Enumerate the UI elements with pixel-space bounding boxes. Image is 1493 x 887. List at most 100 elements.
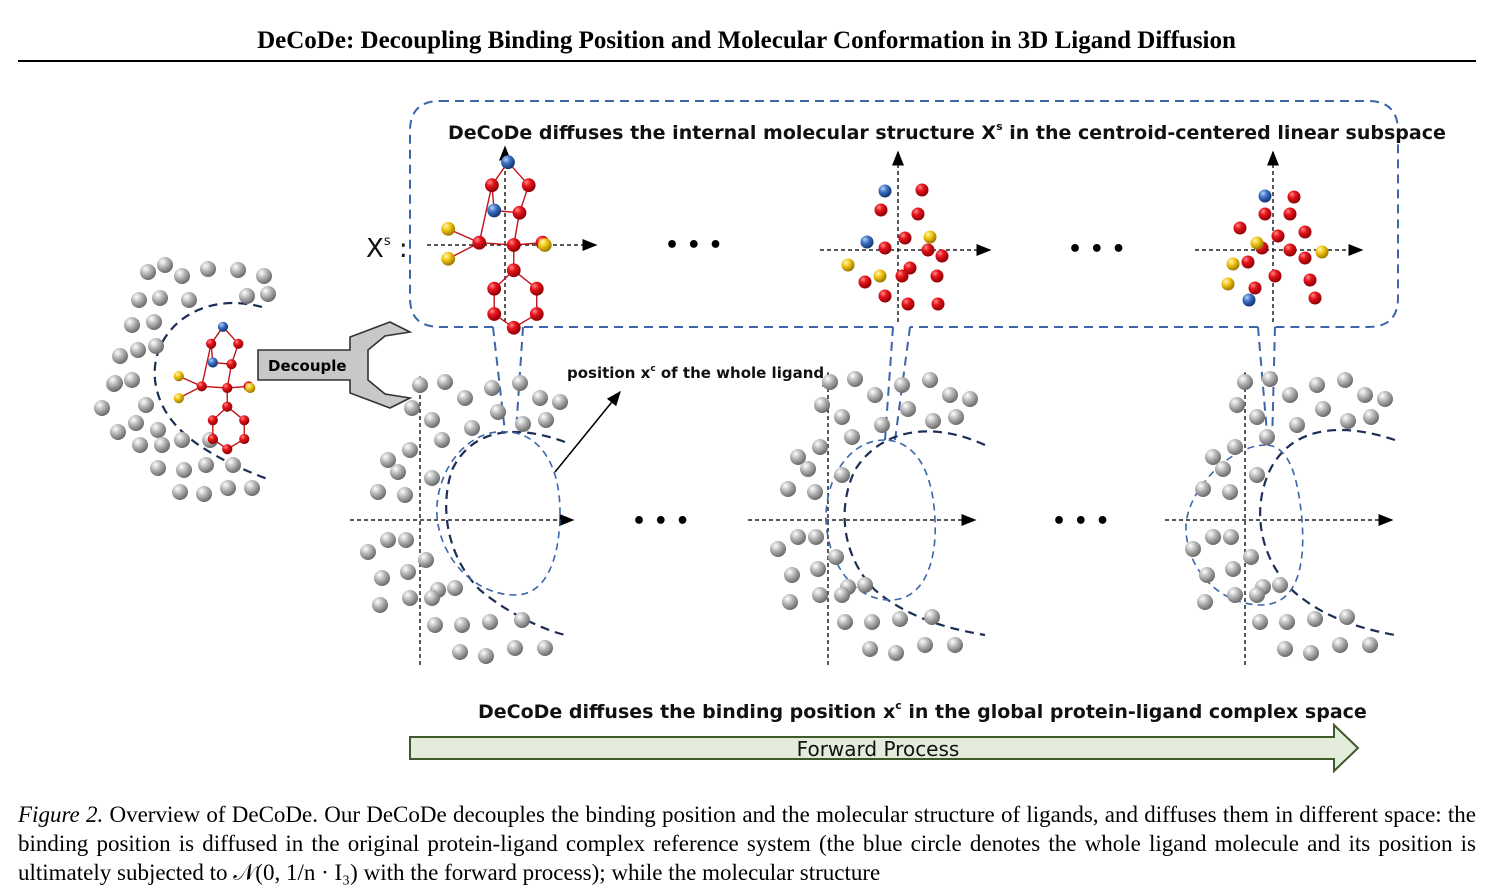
protein-atom bbox=[1227, 439, 1243, 455]
protein-atom bbox=[922, 372, 938, 388]
protein-atom bbox=[780, 481, 796, 497]
protein-atom bbox=[424, 590, 440, 606]
nitrogen-atom bbox=[1258, 189, 1272, 203]
protein-atom bbox=[110, 424, 126, 440]
position-label: position xc of the whole ligand bbox=[567, 364, 824, 382]
protein-atom bbox=[807, 484, 823, 500]
protein-atom bbox=[514, 612, 530, 628]
protein-atom bbox=[374, 570, 390, 586]
decouple-arrow: Decouple bbox=[257, 321, 413, 409]
carbon-atom bbox=[1303, 273, 1317, 287]
position-pointer-arrow bbox=[554, 390, 621, 473]
protein-atom bbox=[132, 437, 148, 453]
nitrogen-atom bbox=[1242, 293, 1256, 307]
protein-atom bbox=[360, 544, 376, 560]
protein-atom bbox=[1332, 637, 1348, 653]
protein-atom bbox=[150, 460, 166, 476]
protein-atom bbox=[154, 437, 170, 453]
protein-atom bbox=[402, 590, 418, 606]
protein-atom bbox=[1197, 594, 1213, 610]
carbon-atom bbox=[1283, 207, 1297, 221]
sulfur-atom bbox=[1250, 236, 1264, 250]
protein-atom bbox=[925, 413, 941, 429]
carbon-atom bbox=[239, 415, 250, 426]
protein-atom bbox=[1215, 461, 1231, 477]
protein-atom bbox=[867, 387, 883, 403]
protein-atom bbox=[808, 529, 824, 545]
carbon-atom bbox=[1271, 229, 1285, 243]
protein-atom bbox=[427, 617, 443, 633]
carbon-atom bbox=[895, 269, 909, 283]
protein-atom bbox=[512, 375, 528, 391]
carbon-atom bbox=[878, 241, 892, 255]
nitrogen-atom bbox=[501, 155, 515, 170]
protein-atom bbox=[1340, 413, 1356, 429]
carbon-atom bbox=[915, 183, 929, 197]
ligand-atoms bbox=[173, 155, 1329, 455]
header-rule bbox=[18, 60, 1476, 62]
protein-atom bbox=[1227, 587, 1243, 603]
protein-atom bbox=[1249, 467, 1265, 483]
protein-atom bbox=[822, 374, 838, 390]
nitrogen-atom bbox=[487, 203, 502, 218]
carbon-atom bbox=[1258, 207, 1272, 221]
protein-atom bbox=[1362, 637, 1378, 653]
carbon-atom bbox=[930, 269, 944, 283]
protein-atom bbox=[1205, 529, 1221, 545]
protein-atom bbox=[1223, 529, 1239, 545]
protein-atom bbox=[515, 416, 531, 432]
protein-atom bbox=[834, 587, 850, 603]
carbon-atom bbox=[903, 261, 917, 275]
protein-atom bbox=[220, 480, 236, 496]
protein-atom bbox=[256, 268, 272, 284]
protein-atom bbox=[888, 645, 904, 661]
carbon-atom bbox=[207, 433, 218, 445]
protein-atom bbox=[172, 484, 188, 500]
protein-atom bbox=[790, 449, 806, 465]
carbon-atom bbox=[506, 263, 521, 278]
protein-atom bbox=[800, 461, 816, 477]
ellipsis-bottom-1: • • • bbox=[632, 509, 690, 534]
ellipsis-top-1: • • • bbox=[665, 233, 723, 258]
protein-atom bbox=[857, 577, 873, 593]
protein-atom bbox=[538, 412, 554, 428]
protein-atom bbox=[892, 611, 908, 627]
protein-atom bbox=[434, 432, 450, 448]
protein-atom bbox=[507, 640, 523, 656]
protein-atom bbox=[457, 390, 473, 406]
protein-atom bbox=[437, 374, 453, 390]
internal-structure-label: DeCoDe diffuses the internal molecular s… bbox=[448, 120, 1446, 144]
carbon-atom bbox=[226, 359, 237, 370]
protein-atom bbox=[150, 422, 166, 438]
bond bbox=[201, 343, 212, 387]
protein-atom bbox=[157, 257, 173, 273]
protein-atom bbox=[181, 292, 197, 308]
protein-atom bbox=[942, 387, 958, 403]
protein-atom bbox=[864, 614, 880, 630]
protein-atom bbox=[1363, 409, 1379, 425]
carbon-atom bbox=[1287, 190, 1301, 204]
protein-atom bbox=[1229, 397, 1245, 413]
protein-atom bbox=[482, 614, 498, 630]
protein-atom bbox=[124, 372, 140, 388]
protein-atom bbox=[176, 462, 192, 478]
carbon-atom bbox=[485, 178, 499, 193]
carbon-atom bbox=[506, 320, 521, 335]
protein-atom bbox=[1357, 387, 1373, 403]
protein-atoms bbox=[94, 257, 1393, 664]
protein-atom bbox=[1259, 429, 1275, 445]
carbon-atom bbox=[1248, 281, 1262, 295]
protein-atom bbox=[810, 561, 826, 577]
protein-atom bbox=[174, 432, 190, 448]
protein-atom bbox=[1309, 377, 1325, 393]
carbon-atom bbox=[858, 275, 872, 289]
protein-atom bbox=[244, 480, 260, 496]
carbon-atom bbox=[1283, 243, 1297, 257]
protein-atom bbox=[1262, 371, 1278, 387]
protein-atom bbox=[770, 541, 786, 557]
protein-atom bbox=[124, 317, 140, 333]
protein-atom bbox=[484, 380, 500, 396]
carbon-atom bbox=[222, 382, 233, 394]
protein-atom bbox=[537, 640, 553, 656]
binding-position-label: DeCoDe diffuses the binding position xc … bbox=[478, 699, 1367, 723]
